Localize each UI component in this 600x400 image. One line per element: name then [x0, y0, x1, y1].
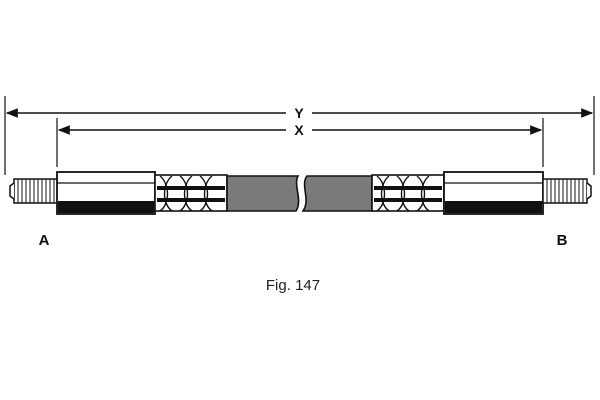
dimension-y-label: Y — [294, 105, 304, 121]
dimension-x-label: X — [294, 122, 304, 138]
end-label-b: B — [557, 232, 568, 249]
figure-caption: Fig. 147 — [266, 277, 320, 294]
left-fitting — [9, 171, 228, 215]
dimension-y: Y — [4, 96, 595, 175]
right-fitting — [371, 171, 592, 215]
dimension-x: X — [56, 118, 544, 167]
end-label-a: A — [39, 232, 50, 249]
hose-body — [226, 175, 373, 212]
